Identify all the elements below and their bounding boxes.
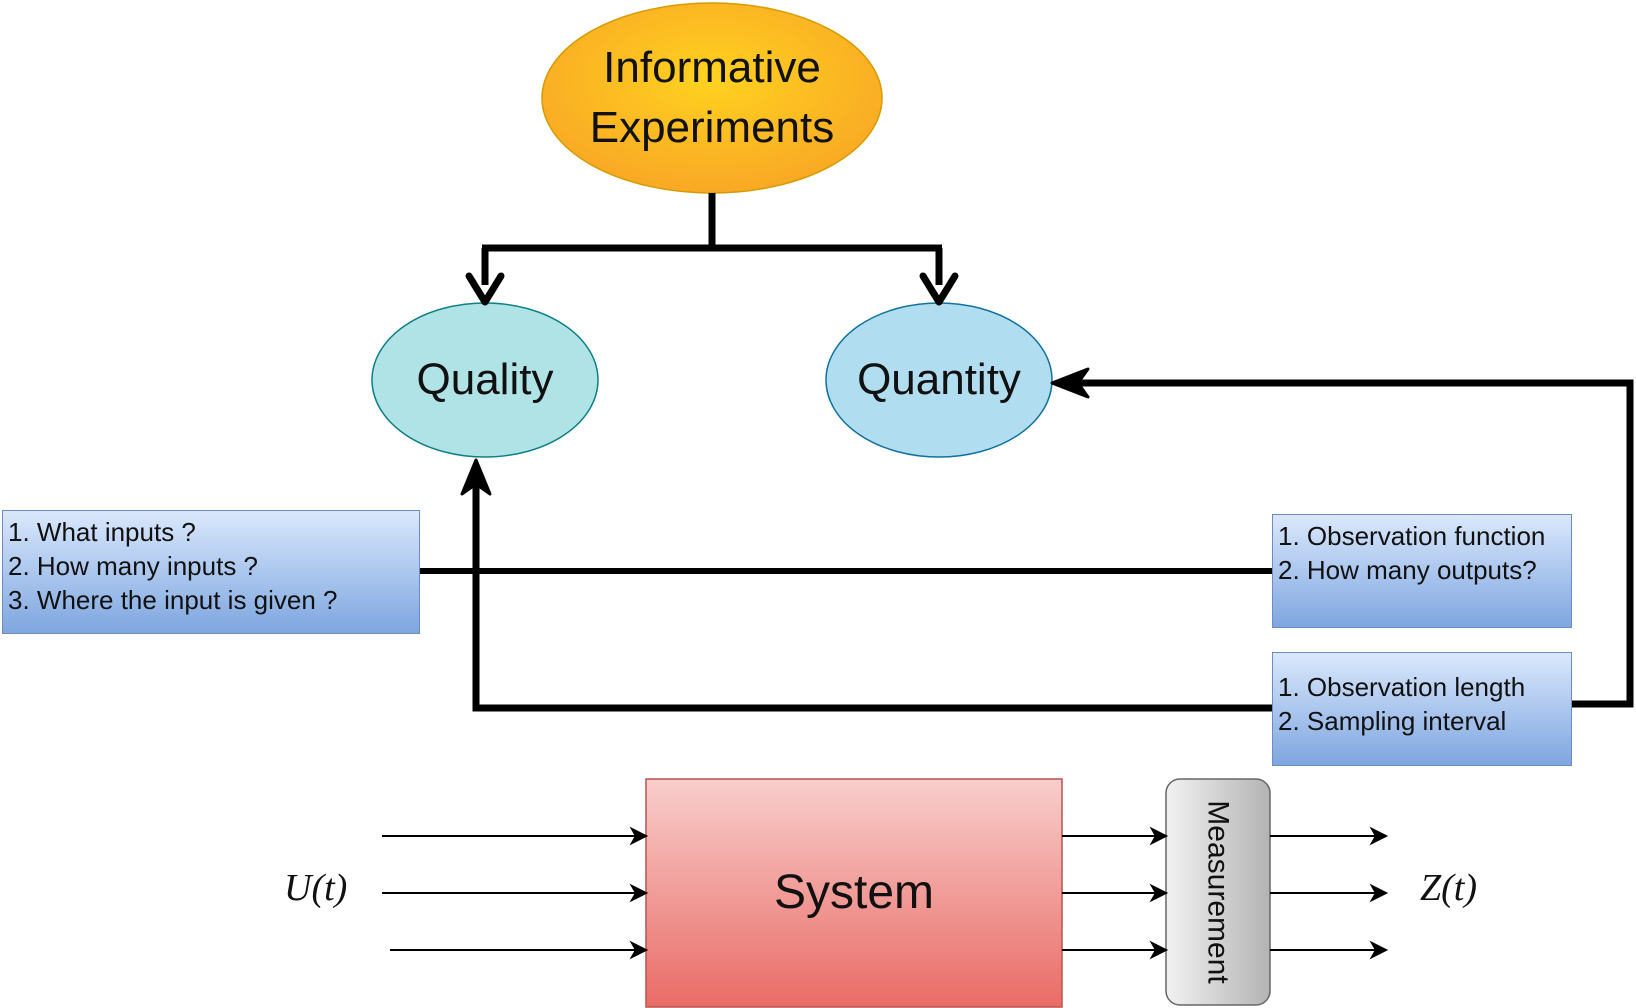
observation-to-quantity-line — [1075, 379, 1634, 708]
observation-item-1: 1. Observation length — [1278, 672, 1526, 702]
arrow-left-to-quantity — [1050, 367, 1090, 399]
system-to-measurement-arrows — [1062, 826, 1169, 960]
system-block — [645, 778, 1063, 1008]
inputs-box: 1. What inputs ? 2. How many inputs ? 3.… — [2, 510, 420, 634]
outputs-box: 1. Observation function 2. How many outp… — [1272, 514, 1572, 628]
outputs-item-2: 2. How many outputs? — [1278, 555, 1537, 585]
outputs-item-1: 1. Observation function — [1278, 521, 1546, 551]
input-signal-label: U(t) — [284, 867, 348, 909]
system-label: System — [773, 865, 935, 919]
measurement-label-wrap: Measurement — [1166, 779, 1270, 1005]
quality-label: Quality — [416, 355, 554, 404]
input-arrows — [382, 826, 649, 960]
output-signal-label: Z(t) — [1420, 867, 1477, 909]
arrow-to-quality — [465, 272, 505, 306]
branch-connector — [481, 193, 943, 285]
arrow-to-quantity — [919, 272, 959, 306]
arrow-up-to-quality — [460, 458, 492, 496]
informative-line-1: Informative — [603, 43, 821, 92]
observation-item-2: 2. Sampling interval — [1278, 706, 1507, 736]
observation-box: 1. Observation length 2. Sampling interv… — [1272, 652, 1572, 766]
inputs-item-2: 2. How many inputs ? — [8, 551, 259, 581]
observation-to-quality-line — [472, 482, 1272, 712]
informative-experiments-label: Informative Experiments — [542, 28, 882, 168]
inputs-item-3: 3. Where the input is given ? — [8, 585, 338, 615]
output-arrows — [1270, 826, 1389, 960]
measurement-label: Measurement — [1202, 800, 1236, 984]
inputs-item-1: 1. What inputs ? — [8, 517, 196, 547]
informative-line-2: Experiments — [589, 103, 835, 152]
quantity-label: Quantity — [857, 355, 1021, 404]
